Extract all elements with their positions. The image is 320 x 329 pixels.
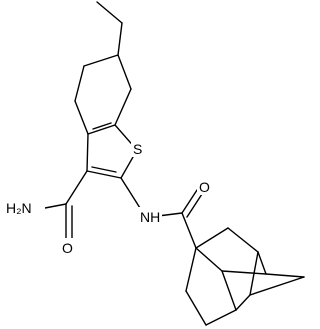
fused-double-bond-outer	[87, 124, 116, 135]
thiophene-bond-c3-c3a	[86, 133, 89, 172]
adamantane-bond-11	[235, 294, 251, 311]
carbonyl-co-bond-2	[186, 193, 203, 218]
adamantane-bond-8	[257, 251, 267, 275]
amine-atom-label: H₂N	[6, 200, 32, 216]
adamantane-bond-2	[227, 227, 259, 253]
ring-bond-c7-c7a	[114, 88, 132, 126]
carboxamide-oxygen-label: O	[62, 240, 73, 256]
adamantane-bond-1	[195, 227, 229, 249]
carbonyl-adamantyl-bond	[181, 212, 197, 249]
ring-bond-c6-c5	[83, 54, 119, 67]
nh-atom-label: NH	[140, 209, 160, 225]
ethyl-bond	[117, 22, 123, 56]
c2-nh-bond	[120, 177, 141, 209]
ethyl-terminal-bond	[96, 1, 123, 24]
adamantane-bond-3	[185, 247, 197, 292]
adamantane-bond-7	[221, 270, 267, 275]
fused-double-bond-inner	[92, 122, 112, 130]
adamantane-bond-4	[185, 290, 207, 326]
carboxamide-bond	[65, 170, 88, 205]
thiophene-double-bond-inner	[91, 166, 117, 173]
sulfur-atom-label: S	[133, 141, 142, 157]
ring-bond-c6-c7	[117, 54, 132, 90]
carbonyl-oxygen-label: O	[199, 179, 210, 195]
adamantane-bond-12	[221, 270, 237, 311]
adamantane-bond-9	[265, 273, 305, 278]
adamantane-bond-13	[249, 276, 305, 296]
thiophene-double-bond-outer	[86, 170, 122, 179]
molecule-canvas: S H₂N O NH O	[4, 1, 305, 326]
ring-bond-c4-c3a	[74, 100, 89, 135]
adamantane-bond-6	[195, 247, 223, 272]
ring-bond-c5-c4	[74, 65, 85, 102]
adamantane-bond-5	[205, 309, 237, 326]
carbonyl-co-bond-1	[181, 189, 198, 214]
structure-drawing: S H₂N O NH O	[4, 1, 305, 326]
adamantane-bond-10	[249, 251, 259, 296]
carboxamide-n-bond	[44, 203, 67, 209]
